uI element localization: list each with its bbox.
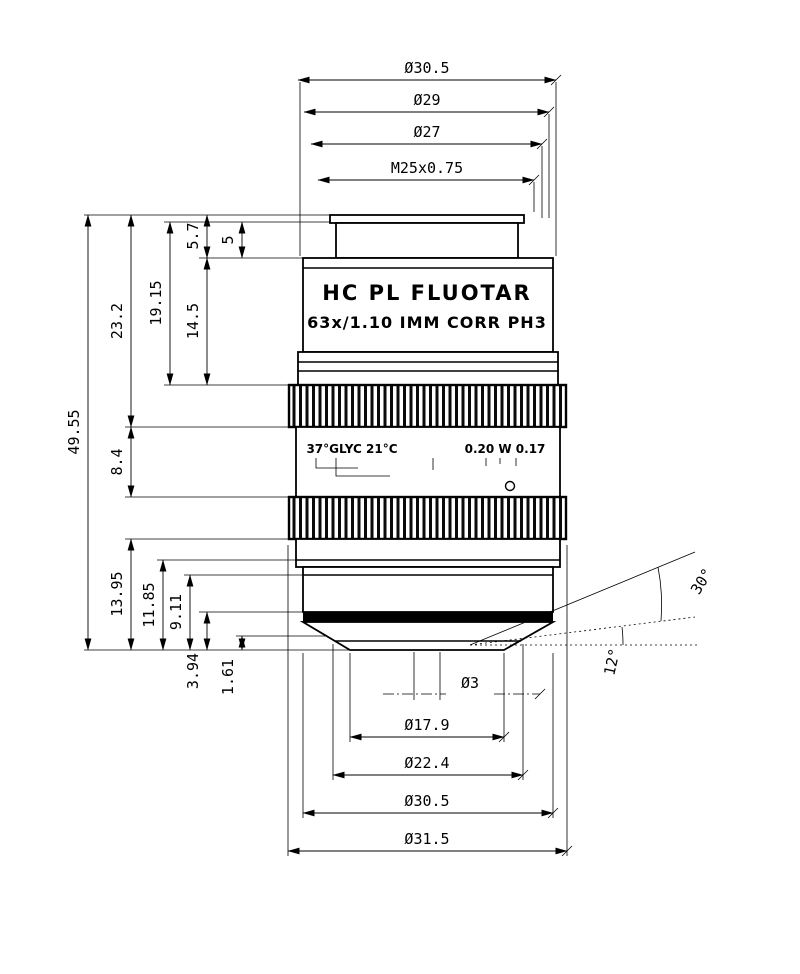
dim-label-diameter-30-5-top: Ø30.5 <box>404 59 449 77</box>
thread-cap <box>329 214 525 224</box>
collar-scale-right-label: 0.20 W 0.17 <box>465 442 546 456</box>
dim-label-diameter-22-4: Ø22.4 <box>404 754 449 772</box>
bottom-dimensions: Ø3 Ø17.9 Ø22.4 Ø30.5 Ø31.5 <box>287 545 573 857</box>
nose-section <box>302 566 554 613</box>
dim-label-diameter-27: Ø27 <box>413 123 440 141</box>
dim-label-1-61: 1.61 <box>219 659 237 695</box>
black-ring <box>303 612 553 622</box>
dim-label-3-94: 3.94 <box>184 653 202 689</box>
front-cone <box>299 621 557 651</box>
dim-label-13-95: 13.95 <box>108 571 126 616</box>
left-dimensions: 49.55 23.2 19.15 14.5 5.7 5 8.4 13.95 11… <box>65 214 246 695</box>
dim-label-diameter-31-5: Ø31.5 <box>404 830 449 848</box>
collar-scale-left-label: 37°GLYC 21°C <box>306 442 397 456</box>
extension-lines <box>84 214 350 651</box>
dim-label-19-15: 19.15 <box>147 280 165 325</box>
dim-label-5: 5 <box>219 235 237 244</box>
dim-label-thread-m25: M25x0.75 <box>391 159 463 177</box>
knurled-ring-upper <box>287 383 568 429</box>
angle-label-12: 12° <box>600 647 624 677</box>
dim-label-9-11: 9.11 <box>167 594 185 630</box>
objective-series-label: HC PL FLUOTAR <box>322 281 531 305</box>
lower-band <box>295 538 561 568</box>
dim-label-front-lens-diameter-3: Ø3 <box>461 674 479 692</box>
dim-label-diameter-30-5-bottom: Ø30.5 <box>404 792 449 810</box>
dim-label-11-85: 11.85 <box>140 582 158 627</box>
collar-scale-marks <box>315 458 517 492</box>
lens-body-outline <box>287 214 568 651</box>
upper-ring-band <box>297 351 559 386</box>
upper-barrel <box>302 257 554 353</box>
barrel-engraving: HC PL FLUOTAR 63x/1.10 IMM CORR PH3 37°G… <box>306 281 547 456</box>
dim-label-5-7: 5.7 <box>184 222 202 249</box>
objective-spec-label: 63x/1.10 IMM CORR PH3 <box>307 313 547 332</box>
dim-label-14-5: 14.5 <box>184 303 202 339</box>
thread-section <box>335 222 519 259</box>
dim-label-23-2: 23.2 <box>108 303 126 339</box>
collar-index-dot <box>504 480 516 492</box>
dim-label-diameter-29: Ø29 <box>413 91 440 109</box>
dim-label-8-4: 8.4 <box>108 448 126 475</box>
knurled-ring-lower <box>287 495 568 541</box>
dim-label-diameter-17-9: Ø17.9 <box>404 716 449 734</box>
dim-label-overall-49-55: 49.55 <box>65 409 83 454</box>
top-dimensions: Ø30.5 Ø29 Ø27 M25x0.75 <box>297 59 562 256</box>
